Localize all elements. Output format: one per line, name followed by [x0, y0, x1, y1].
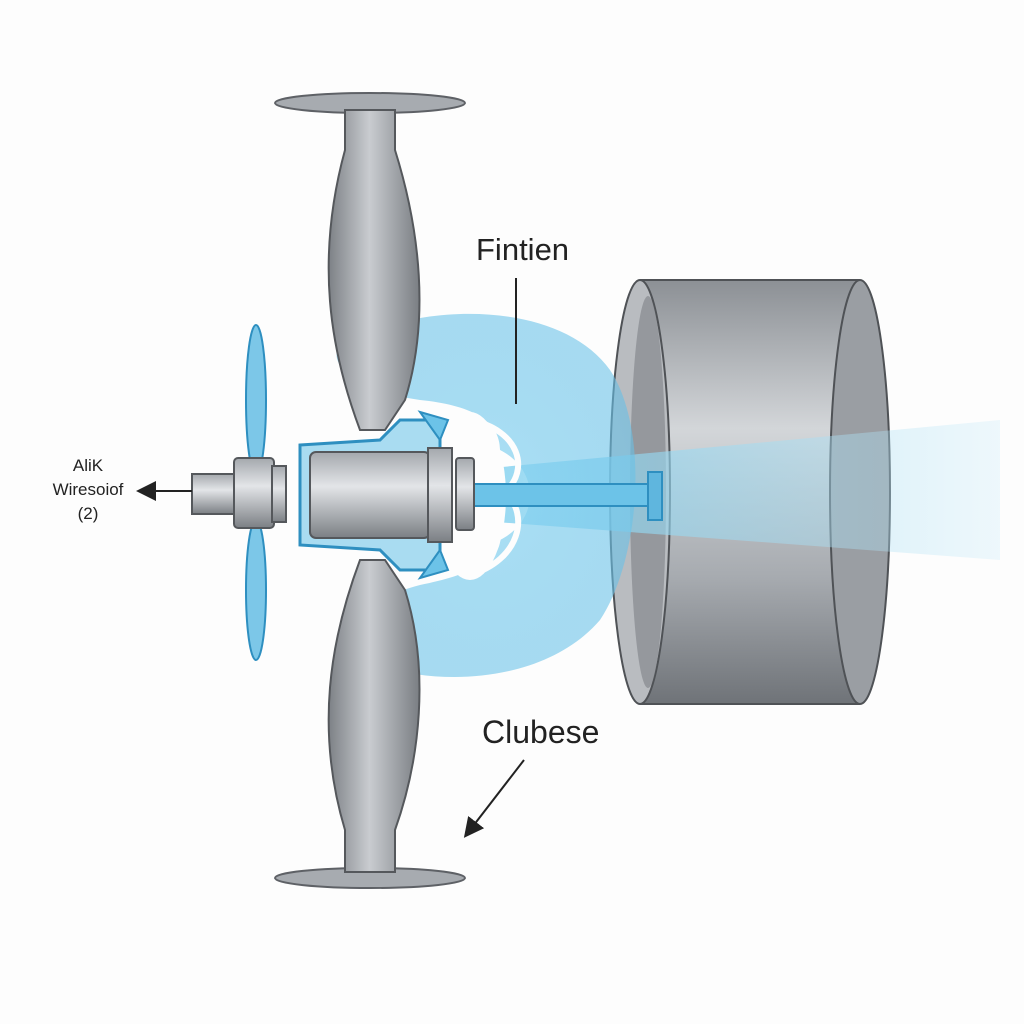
bottom-label: Clubese: [482, 714, 600, 750]
left-label-line-2: Wiresoiof: [52, 480, 124, 499]
drive-shaft: [469, 483, 661, 507]
left-label-line-3: (2): [77, 504, 99, 523]
left-label-line-1: AliK: [72, 456, 104, 475]
upper-blade: [327, 109, 421, 431]
top-label: Fintien: [476, 232, 570, 267]
hub-assembly: [191, 410, 475, 580]
bottom-label-arrow: [463, 759, 525, 838]
left-label: AliK Wiresoiof (2): [40, 454, 136, 526]
lower-blade: [327, 559, 421, 873]
